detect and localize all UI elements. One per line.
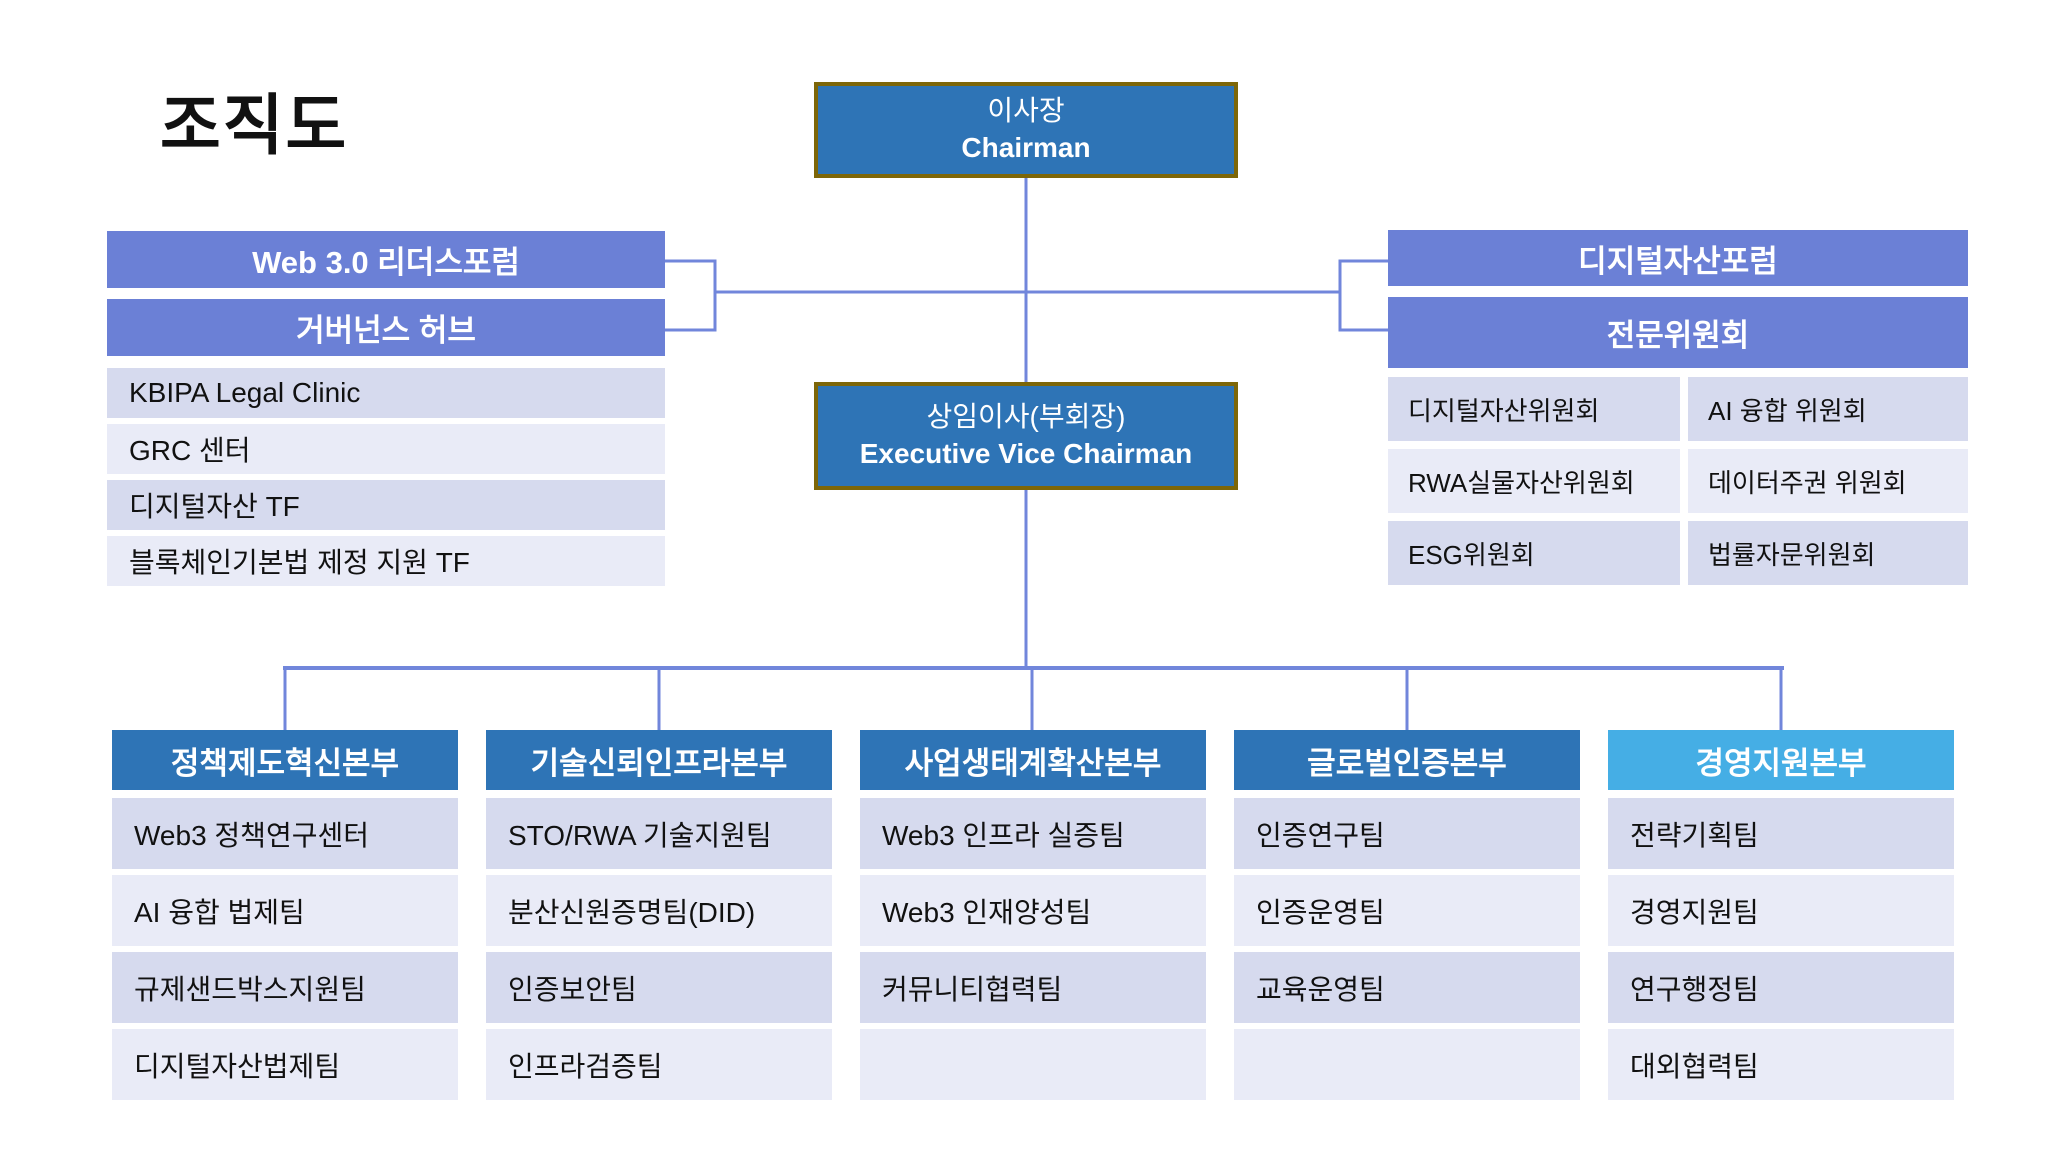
right-header-digital-asset-forum: 디지털자산포럼 bbox=[1388, 230, 1968, 286]
dept-header-business-ecosystem: 사업생태계확산본부 bbox=[860, 730, 1206, 790]
committee-cell: 법률자문위원회 bbox=[1688, 521, 1968, 585]
team-cell: STO/RWA 기술지원팀 bbox=[486, 798, 832, 869]
vice-chairman-box: 상임이사(부회장) Executive Vice Chairman bbox=[814, 382, 1238, 490]
dept-header-tech-trust-infra: 기술신뢰인프라본부 bbox=[486, 730, 832, 790]
team-cell-empty bbox=[1234, 1029, 1580, 1100]
left-item: KBIPA Legal Clinic bbox=[107, 368, 665, 418]
team-cell: 인증보안팀 bbox=[486, 952, 832, 1023]
dept-header-policy-innovation: 정책제도혁신본부 bbox=[112, 730, 458, 790]
vice-chairman-title-ko: 상임이사(부회장) bbox=[926, 401, 1126, 433]
team-cell: 인증운영팀 bbox=[1234, 875, 1580, 946]
team-cell: AI 융합 법제팀 bbox=[112, 875, 458, 946]
vice-chairman-title-en: Executive Vice Chairman bbox=[859, 438, 1193, 469]
team-cell: 경영지원팀 bbox=[1608, 875, 1954, 946]
chairman-box: 이사장 Chairman bbox=[814, 82, 1238, 178]
right-header-expert-committee: 전문위원회 bbox=[1388, 297, 1968, 368]
team-cell: 전략기획팀 bbox=[1608, 798, 1954, 869]
team-cell: Web3 인프라 실증팀 bbox=[860, 798, 1206, 869]
page-title: 조직도 bbox=[160, 88, 349, 162]
committee-cell: ESG위원회 bbox=[1388, 521, 1680, 585]
left-item: 블록체인기본법 제정 지원 TF bbox=[107, 536, 665, 586]
team-cell: 분산신원증명팀(DID) bbox=[486, 875, 832, 946]
chairman-title-ko: 이사장 bbox=[987, 95, 1065, 127]
chairman-title-en: Chairman bbox=[961, 132, 1091, 163]
left-header-governance-hub: 거버넌스 허브 bbox=[107, 299, 665, 356]
team-cell: Web3 인재양성팀 bbox=[860, 875, 1206, 946]
team-cell: 커뮤니티협력팀 bbox=[860, 952, 1206, 1023]
committee-cell: AI 융합 위원회 bbox=[1688, 377, 1968, 441]
team-cell: 대외협력팀 bbox=[1608, 1029, 1954, 1100]
committee-cell: 디지털자산위원회 bbox=[1388, 377, 1680, 441]
team-cell: 연구행정팀 bbox=[1608, 952, 1954, 1023]
team-cell-empty bbox=[860, 1029, 1206, 1100]
left-item: GRC 센터 bbox=[107, 424, 665, 474]
team-cell: 인프라검증팀 bbox=[486, 1029, 832, 1100]
team-cell: 디지털자산법제팀 bbox=[112, 1029, 458, 1100]
dept-header-global-certification: 글로벌인증본부 bbox=[1234, 730, 1580, 790]
committee-cell: 데이터주권 위원회 bbox=[1688, 449, 1968, 513]
team-cell: Web3 정책연구센터 bbox=[112, 798, 458, 869]
team-cell: 인증연구팀 bbox=[1234, 798, 1580, 869]
left-item: 디지털자산 TF bbox=[107, 480, 665, 530]
left-header-web3-leaders-forum: Web 3.0 리더스포럼 bbox=[107, 231, 665, 288]
committee-cell: RWA실물자산위원회 bbox=[1388, 449, 1680, 513]
team-cell: 교육운영팀 bbox=[1234, 952, 1580, 1023]
team-cell: 규제샌드박스지원팀 bbox=[112, 952, 458, 1023]
dept-header-management-support: 경영지원본부 bbox=[1608, 730, 1954, 790]
